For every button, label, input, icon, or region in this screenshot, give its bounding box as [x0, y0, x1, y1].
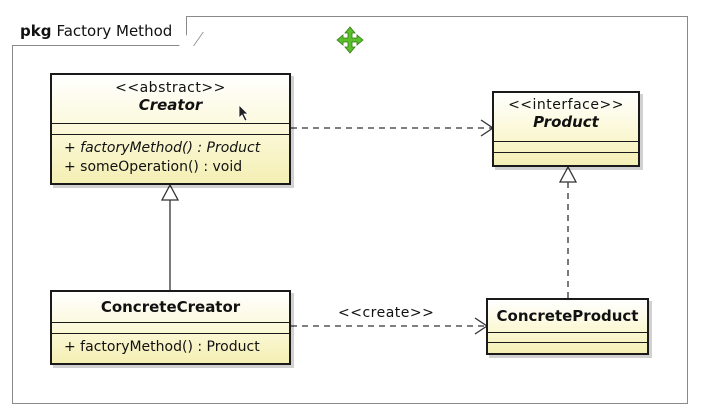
move-arrows-icon[interactable]	[336, 26, 364, 54]
concrete-product-operations-compartment	[488, 342, 647, 352]
package-keyword: pkg	[20, 21, 52, 40]
product-name-compartment: <<interface>> Product	[494, 93, 638, 141]
concrete-creator-name-compartment: ConcreteCreator	[52, 292, 289, 322]
creator-attributes-compartment	[52, 123, 289, 134]
concrete-product-name-compartment: ConcreteProduct	[488, 300, 647, 332]
package-tab: pkg Factory Method	[12, 16, 188, 46]
concrete-creator-operations-compartment: + factoryMethod() : Product	[52, 333, 289, 357]
realization-arrowhead	[558, 165, 578, 183]
class-concrete-product[interactable]: ConcreteProduct	[486, 298, 649, 355]
concrete-creator-name: ConcreteCreator	[100, 298, 241, 316]
creator-name-compartment: <<abstract>> Creator	[52, 75, 289, 123]
concrete-creator-attributes-compartment	[52, 322, 289, 333]
product-operations-compartment	[494, 152, 638, 165]
product-attributes-compartment	[494, 141, 638, 152]
class-product[interactable]: <<interface>> Product	[492, 91, 640, 167]
concrete-creator-operation[interactable]: + factoryMethod() : Product	[64, 339, 260, 355]
product-name: Product	[533, 113, 599, 131]
creator-operations-compartment: + factoryMethod() : Product + someOperat…	[52, 134, 289, 177]
creator-operation[interactable]: + someOperation() : void	[64, 159, 243, 175]
class-creator[interactable]: <<abstract>> Creator + factoryMethod() :…	[50, 73, 291, 185]
generalization-arrowhead	[160, 183, 180, 201]
create-label: <<create>>	[338, 305, 435, 321]
product-stereotype: <<interface>>	[508, 97, 624, 113]
creator-operation[interactable]: + factoryMethod() : Product	[64, 140, 261, 156]
class-concrete-creator[interactable]: ConcreteCreator + factoryMethod() : Prod…	[50, 290, 291, 365]
package-title: Factory Method	[56, 21, 173, 40]
concrete-product-attributes-compartment	[488, 332, 647, 342]
creator-name: Creator	[138, 96, 203, 114]
mouse-cursor-icon	[238, 104, 249, 122]
creator-stereotype: <<abstract>>	[115, 80, 226, 96]
concrete-product-name: ConcreteProduct	[496, 307, 639, 325]
